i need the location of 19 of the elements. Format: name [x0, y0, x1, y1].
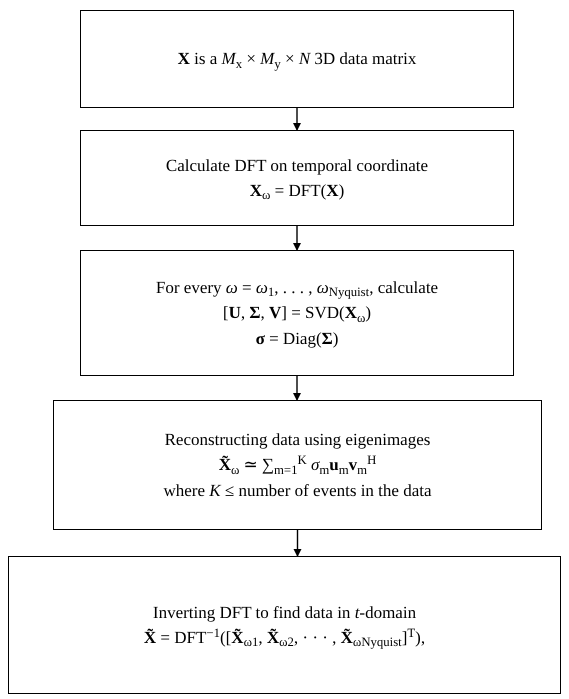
formula-text: where K ≤ number of events in the data	[163, 480, 432, 501]
process-box	[53, 400, 542, 530]
process-box	[80, 10, 514, 108]
step-text: Inverting DFT to find data in t-domain	[152, 602, 416, 623]
process-box	[8, 556, 561, 694]
step-text: For every ω = ω$_{1}$, . . . , ω$_{Nyquist}$, calculate	[156, 277, 438, 298]
arrow	[293, 108, 301, 131]
arrow	[293, 376, 301, 401]
arrow	[294, 530, 302, 557]
formula-text: [U, Σ, V] = SVD(X$_{ω}$)	[222, 302, 372, 324]
step-text: Calculate DFT on temporal coordinate	[166, 154, 428, 176]
step-text: X is a M$_{x}$ × M$_{y}$ × N 3D data matrix	[178, 48, 416, 70]
formula-text: σ = Diag(Σ)	[256, 328, 338, 349]
process-box	[80, 250, 514, 376]
formula-text: X̃ = DFT$^{−1}$([X̃$_{ω1}$, X̃$_{ω2}$, · · · , X̃$_{ωNyquist}$]$^{T}$),	[144, 627, 426, 648]
arrow	[293, 226, 301, 251]
formula-text: X$_{ω}$ = DFT(X)	[250, 180, 344, 202]
process-box	[80, 130, 514, 226]
step-text: Reconstructing data using eigenimages	[164, 429, 430, 450]
